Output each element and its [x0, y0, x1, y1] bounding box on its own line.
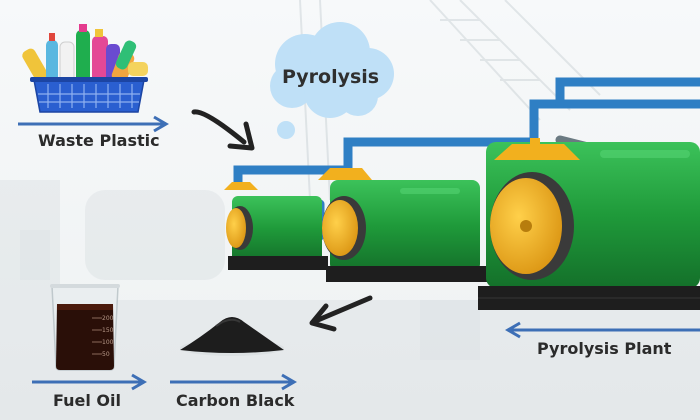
fuel-oil-label: Fuel Oil [53, 391, 121, 410]
cloud-label: Pyrolysis [282, 66, 380, 88]
beaker-mark-50: 50 [102, 351, 110, 358]
waste-plastic-label: Waste Plastic [38, 131, 160, 150]
beaker-mark-150: 150 [102, 327, 114, 334]
beaker-markings: 200 150 100 50 [102, 313, 113, 361]
beaker-mark-100: 100 [102, 339, 114, 346]
beaker-mark-200: 200 [102, 315, 114, 322]
pyrolysis-plant-label: Pyrolysis Plant [537, 339, 672, 358]
carbon-black-label: Carbon Black [176, 391, 295, 410]
